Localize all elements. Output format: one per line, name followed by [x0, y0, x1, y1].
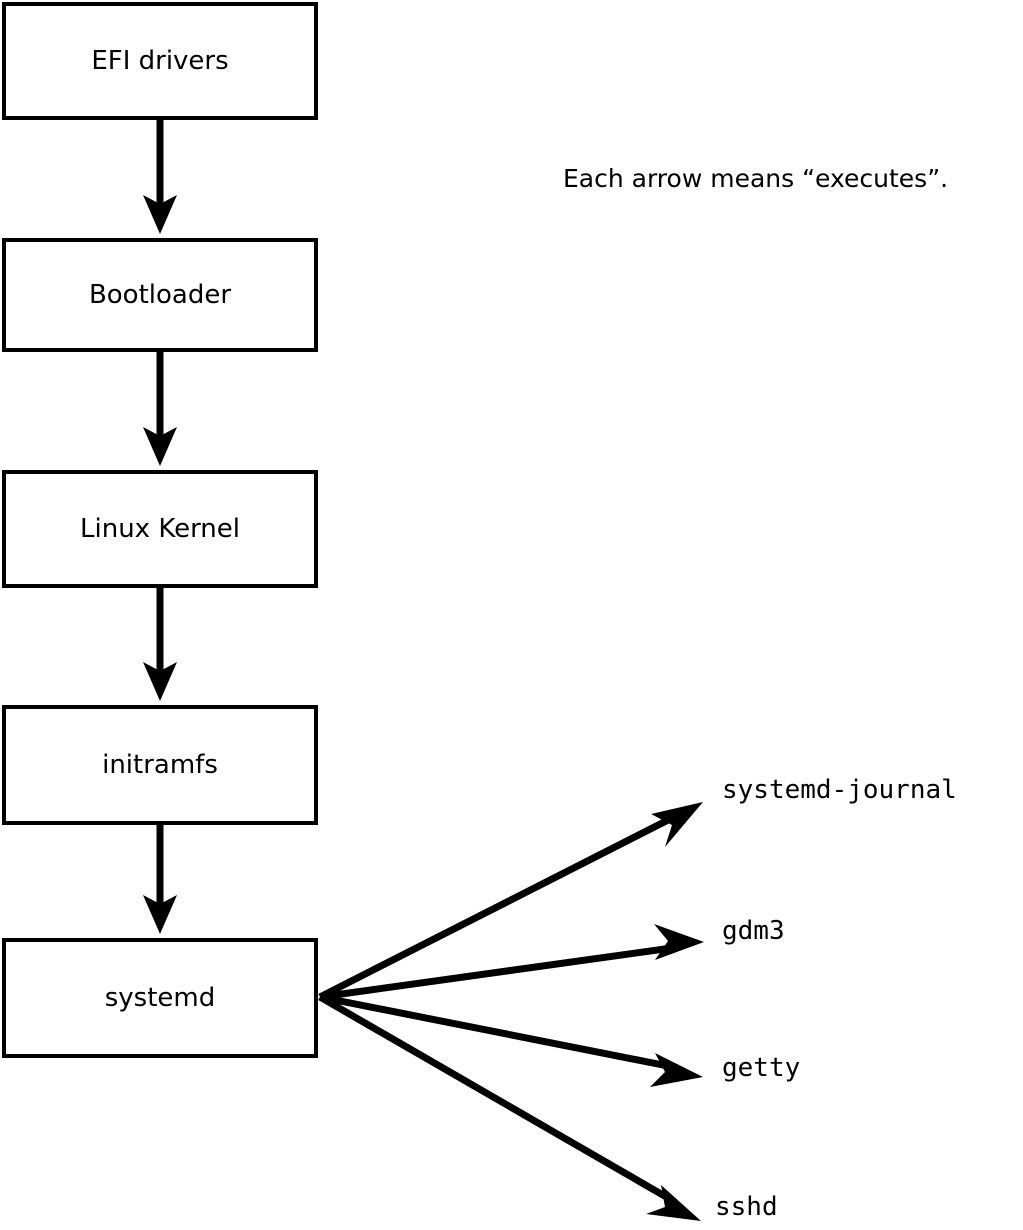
- stage-label-initramfs: initramfs: [102, 750, 218, 780]
- fanout-arrow-gdm3: [319, 924, 704, 1001]
- legend-note: Each arrow means “executes”.: [563, 164, 949, 193]
- fanout-arrow-sshd: [318, 993, 701, 1221]
- stage-label-systemd: systemd: [104, 983, 216, 1013]
- chain-arrow-efi-to-bootloader: [143, 120, 177, 234]
- stage-box-systemd: systemd: [2, 938, 318, 1058]
- stage-label-efi-drivers: EFI drivers: [91, 46, 229, 76]
- fanout-arrow-systemd-journal: [318, 802, 703, 1001]
- stage-label-linux-kernel: Linux Kernel: [80, 514, 240, 544]
- service-label-systemd-journal: systemd-journal: [722, 775, 957, 805]
- service-label-sshd: sshd: [715, 1192, 778, 1222]
- chain-arrow-kernel-to-initramfs: [143, 588, 177, 701]
- chain-arrow-initramfs-to-systemd: [143, 825, 177, 934]
- stage-box-bootloader: Bootloader: [2, 238, 318, 352]
- fanout-arrow-getty: [319, 993, 703, 1087]
- stage-box-initramfs: initramfs: [2, 705, 318, 825]
- chain-arrow-bootloader-to-kernel: [143, 352, 177, 466]
- service-label-getty: getty: [722, 1053, 801, 1083]
- stage-box-efi-drivers: EFI drivers: [2, 2, 318, 120]
- stage-box-linux-kernel: Linux Kernel: [2, 470, 318, 588]
- service-label-gdm3: gdm3: [722, 916, 785, 946]
- stage-label-bootloader: Bootloader: [88, 280, 232, 310]
